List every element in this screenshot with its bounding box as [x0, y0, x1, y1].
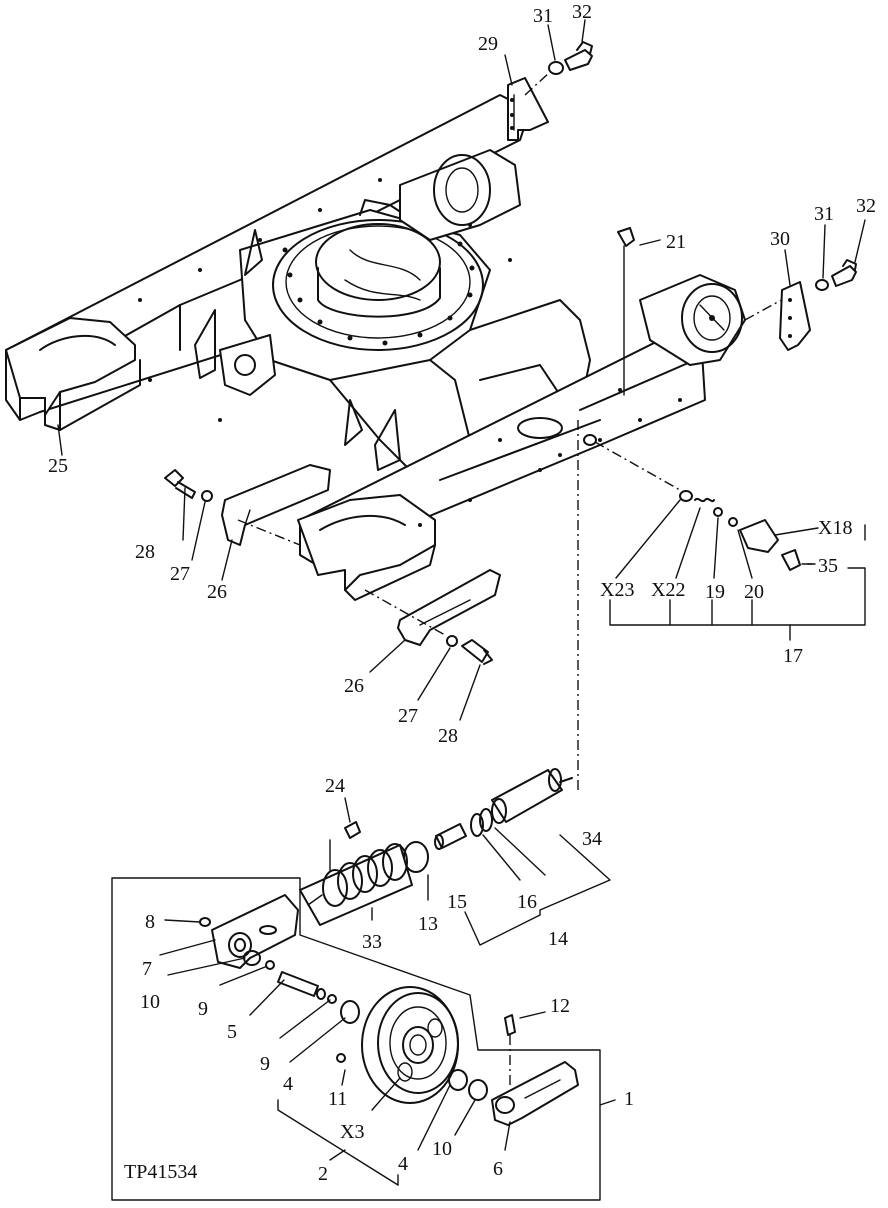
- callout-30: 30: [770, 228, 790, 250]
- callout-7: 7: [142, 958, 152, 980]
- callout-27-left: 27: [170, 563, 190, 585]
- callout-x18: X18: [818, 517, 852, 539]
- callout-labels: 1 2 X3 4 4 5 6 7 8 9 9 10 10 11 12 13 14…: [48, 1, 876, 1185]
- callout-31-right: 31: [814, 203, 834, 225]
- callout-8: 8: [145, 911, 155, 933]
- leader-30: [784, 249, 791, 286]
- callout-27-right: 27: [398, 705, 418, 727]
- callout-12: 12: [550, 995, 570, 1017]
- leader-28a: [182, 487, 186, 541]
- leader-21: [639, 239, 661, 246]
- callout-9-right: 9: [260, 1053, 270, 1075]
- adjuster-17-group: [594, 441, 866, 641]
- callout-34: 34: [582, 828, 602, 850]
- leader-27b: [417, 647, 451, 701]
- callout-10-left: 10: [140, 991, 160, 1013]
- callout-17: 17: [783, 645, 803, 667]
- callout-31-top: 31: [533, 5, 553, 27]
- leader-32a: [581, 19, 586, 43]
- callout-24: 24: [325, 775, 345, 797]
- leader-26b: [369, 639, 406, 673]
- idler-group: [111, 877, 616, 1201]
- leader-29: [504, 54, 513, 86]
- callout-26-left: 26: [207, 581, 227, 603]
- group-1-outline: [111, 877, 601, 1201]
- callout-21: 21: [666, 231, 686, 253]
- recoil-spring-group: [299, 768, 611, 946]
- leader-27a: [191, 501, 206, 561]
- callout-29: 29: [478, 33, 498, 55]
- callout-x22: X22: [651, 579, 685, 601]
- callout-4-left: 4: [283, 1073, 293, 1095]
- leader-24: [344, 797, 351, 823]
- leader-28b: [459, 664, 481, 721]
- guard-26-left-group: [164, 464, 331, 546]
- callout-32-top: 32: [572, 1, 592, 23]
- callout-15: 15: [447, 891, 467, 913]
- fitting-21: [617, 227, 635, 396]
- callout-13: 13: [418, 913, 438, 935]
- plate-30-group: [744, 259, 857, 351]
- leader-26a: [221, 539, 233, 581]
- figure-code: TP41534: [124, 1161, 197, 1183]
- leader-31b: [822, 224, 826, 279]
- callout-x23: X23: [600, 579, 634, 601]
- callout-1: 1: [624, 1088, 634, 1110]
- callout-33: 33: [362, 931, 382, 953]
- callout-9-left: 9: [198, 998, 208, 1020]
- callout-5: 5: [227, 1021, 237, 1043]
- callout-26-right: 26: [344, 675, 364, 697]
- callout-10-right: 10: [432, 1138, 452, 1160]
- callout-28-left: 28: [135, 541, 155, 563]
- leader-32b: [854, 219, 866, 263]
- callout-2: 2: [318, 1163, 328, 1185]
- leader-31a: [547, 24, 556, 61]
- leader-25: [57, 424, 63, 456]
- callout-x3: X3: [340, 1121, 364, 1143]
- callout-6: 6: [493, 1158, 503, 1180]
- callout-35: 35: [818, 555, 838, 577]
- plate-29-group: [507, 41, 593, 141]
- callout-4-right: 4: [398, 1153, 408, 1175]
- guard-26-right-group: [364, 569, 501, 665]
- callout-32-right: 32: [856, 195, 876, 217]
- callout-20: 20: [744, 581, 764, 603]
- callout-14: 14: [548, 928, 568, 950]
- callout-16: 16: [517, 891, 537, 913]
- callout-11: 11: [328, 1088, 347, 1110]
- track-frame: [5, 94, 746, 601]
- callout-28-right: 28: [438, 725, 458, 747]
- callout-19: 19: [705, 581, 725, 603]
- callout-25: 25: [48, 455, 68, 477]
